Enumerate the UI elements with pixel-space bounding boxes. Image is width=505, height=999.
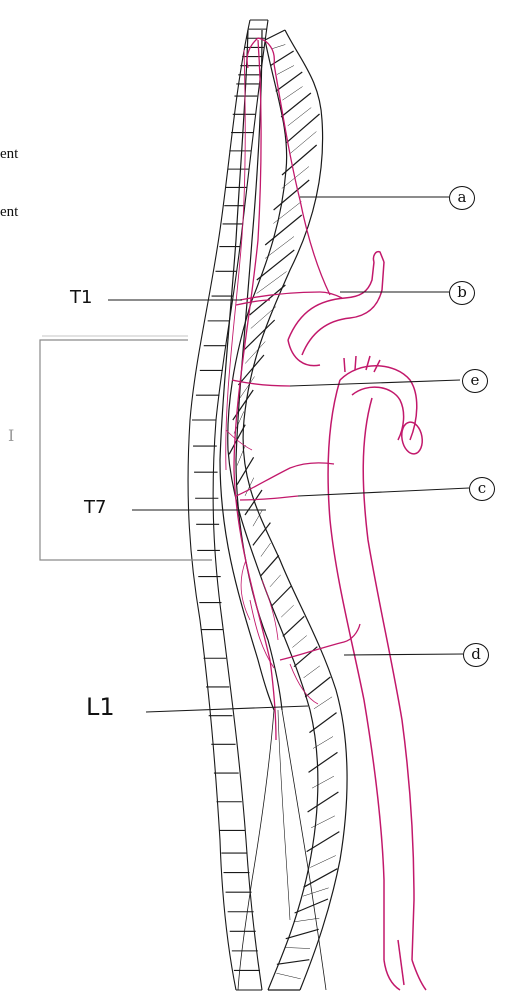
vertebral-hatch [261, 543, 271, 557]
vertebral-hatch [276, 973, 300, 979]
vertebral-hatch [270, 575, 281, 587]
vertebral-body-segment [309, 752, 338, 772]
aorta [288, 252, 426, 990]
vertebral-hatch [311, 816, 335, 828]
vertebral-hatch [288, 108, 311, 126]
region-bracket [40, 336, 212, 560]
label-t1: T1 [70, 287, 92, 308]
vertebral-hatch [251, 307, 276, 329]
leader-l1 [146, 706, 308, 712]
vertebral-body-segment [245, 490, 262, 515]
vertebral-hatch [277, 66, 294, 75]
vertebral-hatch [245, 478, 254, 496]
vertebral-body-segment [261, 555, 279, 575]
vertebral-body-segment [265, 30, 285, 40]
vertebral-body-segment [309, 713, 336, 733]
leader-d [344, 654, 463, 655]
vertebral-body-segment [274, 180, 310, 210]
label-l1: L1 [86, 693, 115, 721]
vertebral-body-segment [283, 616, 304, 636]
vertebral-body-segment [276, 72, 303, 91]
vertebral-body-segment [237, 457, 254, 484]
region-label: I [8, 426, 14, 445]
vertebral-hatch [281, 605, 294, 617]
vertebral-body-segment [294, 647, 317, 667]
vertebral-hatch [310, 856, 336, 868]
vertebral-hatch [303, 888, 329, 896]
vertebral-body-segment [265, 215, 302, 245]
vertebral-hatch [312, 776, 334, 788]
vertebral-hatch [265, 237, 294, 259]
vertebral-body-segment [305, 677, 330, 697]
callout-d: d [463, 643, 489, 667]
callout-e: e [462, 369, 488, 393]
vertebral-body-segment [233, 390, 253, 420]
vertebral-body-segment [286, 114, 319, 143]
clipped-text-2: ent [0, 204, 18, 221]
vertebral-hatch [282, 87, 302, 101]
vertebral-body-segment [307, 832, 340, 852]
callout-a: a [449, 186, 475, 210]
vertebral-body-segment [277, 960, 309, 965]
vertebral-hatch [292, 636, 306, 648]
vertebral-body-segment [272, 586, 292, 606]
callout-b: b [449, 281, 475, 305]
leader-e [290, 380, 460, 386]
vertebral-body-segment [257, 250, 294, 280]
vertebral-hatch [285, 948, 310, 949]
leader-c [298, 488, 469, 496]
vertebral-hatch [290, 132, 316, 154]
callout-c: c [469, 477, 495, 501]
vertebral-hatch [273, 202, 301, 224]
vertebral-body-segment [281, 93, 311, 117]
vertebral-hatch [304, 666, 320, 678]
clipped-text-1: ent [0, 146, 18, 163]
vertebral-hatch [272, 45, 286, 49]
vertebral-body-segment [308, 792, 339, 812]
label-t7: T7 [84, 497, 106, 518]
